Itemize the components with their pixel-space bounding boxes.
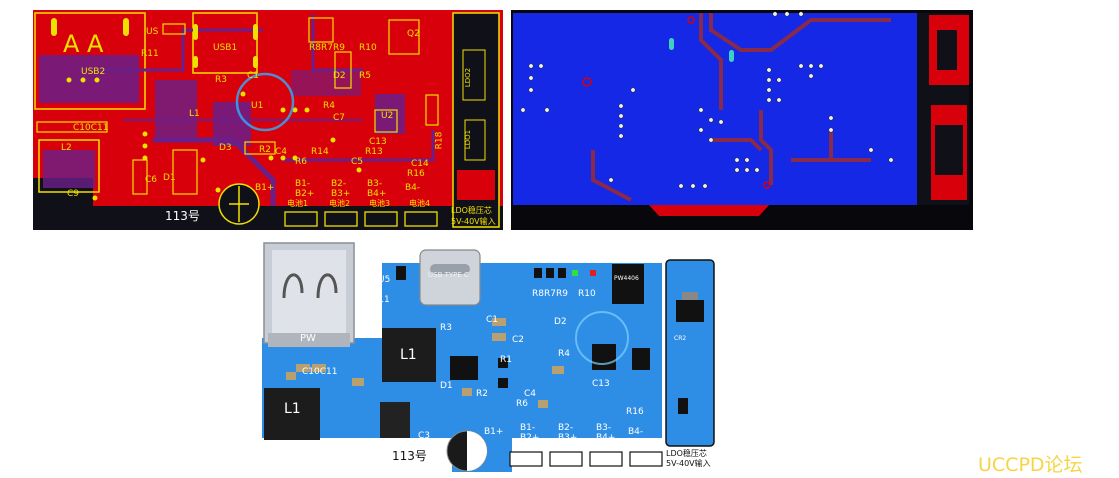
ref-usb1: USB1 — [213, 43, 238, 53]
render-cell-2: 电池2 — [554, 441, 573, 449]
render-ref-r4: R4 — [558, 349, 570, 359]
render-terminal-b4m: B4- — [628, 427, 644, 437]
ref-d3: D3 — [219, 143, 232, 153]
ref-c14: C14 — [411, 159, 429, 169]
render-ldo-caption-1: LDO稳压芯 — [666, 449, 707, 458]
cell-1-label: 电池1 — [287, 199, 309, 208]
render-ref-r16: R16 — [626, 407, 644, 417]
terminal-b4p: B4+ — [367, 189, 387, 199]
render-terminal-b2p: B2+ — [520, 433, 540, 443]
render-cell-4: 电池4 — [630, 441, 649, 449]
ref-r10: R10 — [359, 43, 377, 53]
render-terminal-b3m: B3- — [596, 423, 612, 433]
ref-c7: C7 — [333, 113, 346, 123]
render-terminal-b4p: B4+ — [596, 433, 616, 443]
terminal-b2p: B2+ — [295, 189, 315, 199]
ref-r3: R3 — [215, 75, 227, 85]
render-ref-c3: C3 — [418, 431, 431, 441]
render-ref-u5: U5 — [378, 275, 391, 285]
terminal-b1m: B1- — [295, 179, 311, 189]
ref-r13: R13 — [365, 147, 383, 157]
terminal-b4m: B4- — [405, 183, 421, 193]
render-ref-r2: R2 — [476, 389, 488, 399]
render-terminal-b3p: B3+ — [558, 433, 578, 443]
usb-c-label: USB TYPE C — [428, 271, 469, 279]
render-ref-r1: R1 — [500, 355, 512, 365]
render-ref-c10c11: C10C11 — [302, 367, 338, 377]
ref-ldo1: LDO1 — [464, 129, 473, 150]
render-ref-r11: R11 — [372, 295, 390, 305]
terminal-b1p: B1+ — [255, 183, 275, 193]
ref-l1: L1 — [189, 109, 200, 119]
board-number: 113号 — [165, 209, 200, 223]
ref-c4: C4 — [275, 147, 288, 157]
pcb-3d-render-view: USB TYPE C PW PW4406 U5 R11 R3 R8R7R9 R1… — [262, 238, 720, 472]
ref-usb2: USB2 — [81, 67, 106, 77]
ref-d2: D2 — [333, 71, 346, 81]
ref-r5: R5 — [359, 71, 371, 81]
ref-r8r7r9: R8R7R9 — [309, 43, 345, 53]
render-ref-c13: C13 — [592, 379, 610, 389]
render-artwork — [262, 242, 715, 472]
ref-r4: R4 — [323, 101, 335, 111]
render-board-number: 113号 — [392, 449, 427, 463]
render-ref-c4: C4 — [524, 389, 537, 399]
ref-u1: U1 — [251, 101, 264, 111]
render-ref-l1-top: L1 — [400, 347, 417, 363]
ldo-caption-2: 5V-40V输入 — [451, 217, 496, 226]
ref-c10c11: C10C11 — [73, 123, 109, 133]
ref-r11: R11 — [141, 49, 159, 59]
ref-c1: C1 — [247, 71, 260, 81]
terminal-b2m: B2- — [331, 179, 347, 189]
render-ref-l1-bottom: L1 — [284, 401, 301, 417]
render-ref-d1: D1 — [440, 381, 453, 391]
ref-r18: R18 — [434, 131, 445, 150]
ref-q2: Q2 — [407, 29, 420, 39]
render-ref-r8r7r9: R8R7R9 — [532, 289, 568, 299]
ref-ldo2: LDO2 — [464, 67, 473, 88]
ref-c13: C13 — [369, 137, 387, 147]
render-cell-3: 电池3 — [592, 441, 611, 449]
render-ref-c1: C1 — [486, 315, 499, 325]
pcb-top-layer-view: A A USB2 US R11 USB1 R3 R8R7R9 R10 Q2 C1… — [33, 10, 503, 230]
render-ref-d2: D2 — [554, 317, 567, 327]
render-ref-r6: R6 — [516, 399, 528, 409]
ref-u2: U2 — [381, 111, 394, 121]
ref-r6: R6 — [295, 157, 307, 167]
terminal-b3m: B3- — [367, 179, 383, 189]
ref-l2: L2 — [61, 143, 72, 153]
big-letters: A A — [63, 30, 104, 58]
top-layer-artwork — [33, 12, 503, 230]
ref-c9: C9 — [67, 189, 80, 199]
ldo-caption-1: LDO稳压芯 — [451, 206, 492, 215]
render-terminal-b1m: B1- — [520, 423, 536, 433]
chip-label: PW4406 — [614, 275, 639, 282]
render-ref-c2: C2 — [512, 335, 525, 345]
ref-d1: D1 — [163, 173, 176, 183]
forum-watermark: UCCPD论坛 — [978, 454, 1083, 476]
cell-2-label: 电池2 — [329, 199, 351, 208]
ref-us: US — [146, 27, 159, 37]
cell-3-label: 电池3 — [369, 199, 391, 208]
render-terminal-b2m: B2- — [558, 423, 574, 433]
render-ref-cr2: CR2 — [674, 335, 687, 342]
render-ref-r3: R3 — [440, 323, 452, 333]
pw-label: PW — [300, 333, 316, 344]
terminal-b3p: B3+ — [331, 189, 351, 199]
render-terminal-b1p: B1+ — [484, 427, 504, 437]
ref-r2: R2 — [259, 145, 271, 155]
ref-c5: C5 — [351, 157, 364, 167]
cell-4-label: 电池4 — [409, 199, 431, 208]
ref-r14: R14 — [311, 147, 329, 157]
bottom-layer-artwork — [513, 11, 969, 216]
render-cell-1: 电池1 — [516, 441, 535, 449]
render-ldo-caption-2: 5V-40V输入 — [666, 459, 711, 468]
ref-c6: C6 — [145, 175, 158, 185]
render-ref-r10: R10 — [578, 289, 596, 299]
pcb-bottom-layer-view — [511, 10, 973, 230]
ref-r16: R16 — [407, 169, 425, 179]
